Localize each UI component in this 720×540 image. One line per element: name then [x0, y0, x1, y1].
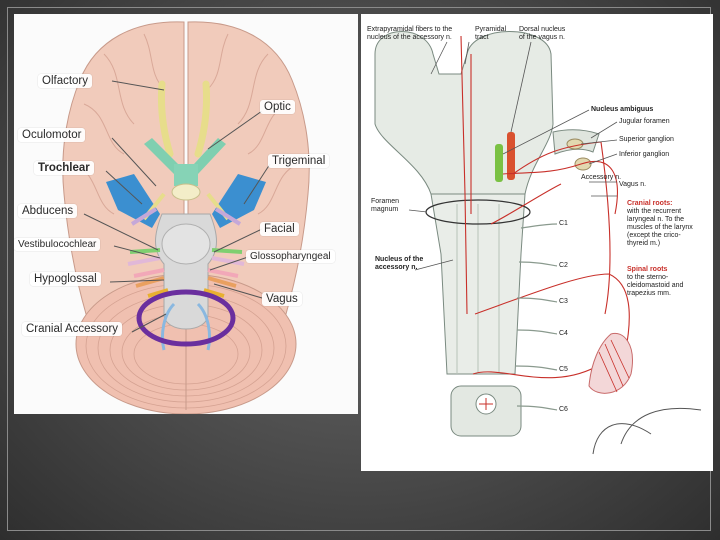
label-oculomotor: Oculomotor [18, 128, 86, 142]
label-cranial-roots-3: muscles of the larynx [627, 224, 693, 231]
label-c1: C1 [559, 220, 568, 227]
label-c5: C5 [559, 366, 568, 373]
label-c6: C6 [559, 406, 568, 413]
label-superior-ganglion: Superior ganglion [619, 136, 674, 143]
brain-illustration [62, 21, 310, 414]
label-vestibulocochlear: Vestibulocochlear [14, 238, 101, 251]
label-pyramidal-2: tract [475, 34, 489, 41]
label-hypoglossal: Hypoglossal [30, 272, 101, 286]
label-nucleus-ambiguus: Nucleus ambiguus [591, 106, 654, 113]
label-spinal-roots-2: cleidomastoid and [627, 282, 684, 289]
muscle-fibers [598, 339, 630, 393]
vertebra [450, 385, 522, 437]
label-inferior-ganglion: Inferior ganglion [619, 151, 670, 158]
label-pyramidal-1: Pyramidal [475, 26, 507, 33]
label-cranial-accessory: Cranial Accessory [22, 322, 123, 336]
label-accessory-n: Accessory n. [581, 174, 622, 181]
label-foramen-magnum-1: Foramen [371, 198, 400, 205]
label-extrapyramidal-1: Extrapyramidal fibers to the [367, 26, 453, 33]
label-foramen-magnum-2: magnum [371, 206, 399, 213]
label-c4: C4 [559, 330, 568, 337]
spinal-rootlets [514, 223, 558, 411]
label-c2: C2 [559, 262, 568, 269]
dorsal-vagus-nucleus [507, 132, 515, 180]
label-vagus: Vagus [262, 292, 302, 306]
label-trigeminal: Trigeminal [268, 154, 330, 168]
label-cranial-roots-4: (except the crico- [627, 232, 681, 239]
pituitary [171, 183, 201, 201]
accessory-highlight-circle [136, 289, 236, 347]
brainstem-spinal-illustration [374, 31, 702, 455]
label-olfactory: Olfactory [38, 74, 93, 88]
label-cranial-roots-title: Cranial roots: [627, 200, 673, 207]
label-nucleus-accessory-2: accessory n. [375, 264, 418, 271]
brain-base-diagram: Olfactory Optic Oculomotor Trochlear Tri… [14, 14, 358, 414]
label-vagus-n: Vagus n. [619, 181, 647, 188]
label-dorsal-vagus-2: of the vagus n. [519, 34, 565, 41]
label-facial: Facial [260, 222, 299, 236]
label-cranial-roots-2: laryngeal n. To the [627, 216, 685, 223]
label-optic: Optic [260, 100, 295, 114]
olfactory-tract-right [194, 80, 210, 158]
accessory-nerve-diagram: Extrapyramidal fibers to the nucleus of … [361, 14, 713, 471]
label-c3: C3 [559, 298, 568, 305]
right-leader-lines [408, 41, 618, 271]
label-nucleus-accessory-1: Nucleus of the [375, 256, 424, 263]
label-spinal-roots-title: Spinal roots [627, 266, 668, 273]
olfactory-tract-left [158, 80, 174, 158]
label-spinal-roots-1: to the sterno- [627, 274, 669, 281]
leader-lines [83, 80, 271, 333]
label-cranial-roots-5: thyreid m.) [627, 240, 661, 247]
label-extrapyramidal-2: nucleus of the accessory n. [367, 34, 452, 41]
label-dorsal-vagus-1: Dorsal nucleus [519, 26, 566, 33]
label-glossopharyngeal: Glossopharyngeal [246, 250, 335, 263]
label-cranial-roots-1: with the recurrent [627, 208, 682, 215]
nucleus-ambiguus [495, 144, 503, 182]
label-spinal-roots-3: trapezius mm. [627, 290, 671, 297]
optic-chiasm [144, 138, 226, 174]
muscle-sternocleidomastoid [588, 332, 633, 394]
label-abducens: Abducens [18, 204, 78, 218]
label-jugular-foramen: Jugular foramen [619, 118, 670, 125]
label-trochlear: Trochlear [34, 161, 94, 175]
